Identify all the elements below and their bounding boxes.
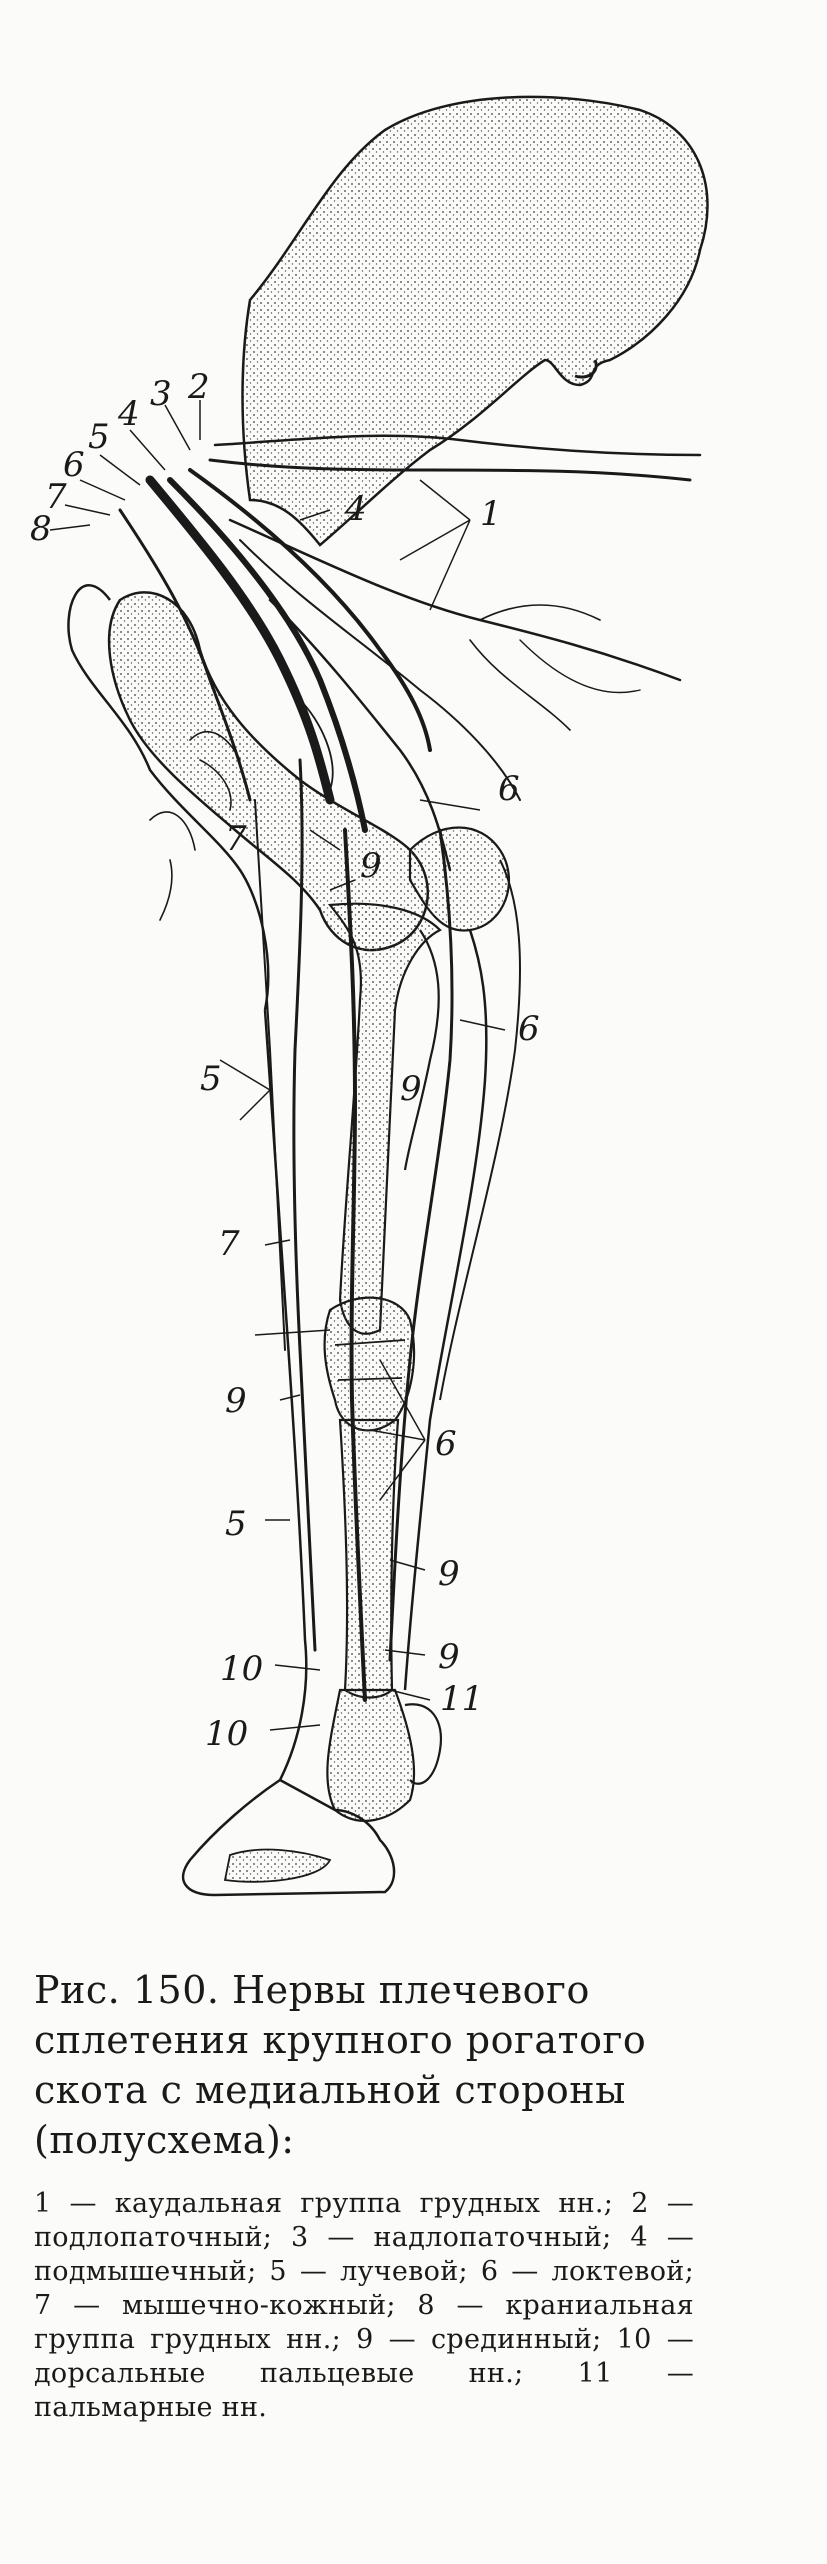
label-6: 6 <box>63 445 85 485</box>
label-9-median-carpal: 9 <box>438 1637 460 1677</box>
label-2: 2 <box>187 367 210 407</box>
ulna <box>403 929 440 1171</box>
hoof <box>181 1778 396 1897</box>
label-7-musculocutaneous-lower: 7 <box>218 1224 240 1264</box>
label-9-median-mid: 9 <box>400 1069 422 1109</box>
label-7-musculocutaneous-upper: 7 <box>225 819 247 859</box>
label-10-lower: 10 <box>205 1714 248 1754</box>
dewclaw <box>404 1703 443 1785</box>
caption-title: Рис. 150. Нервы плечевого сплетения круп… <box>34 1968 647 2162</box>
carpal-bones <box>323 1296 416 1432</box>
label-1: 1 <box>480 494 502 534</box>
label-3: 3 <box>150 374 172 414</box>
label-9-median-distal: 9 <box>438 1554 460 1594</box>
caption-legend: 1 — каудальная группа грудных нн.; 2 — п… <box>34 2188 694 2423</box>
limb-outline-caudal <box>263 1009 308 1781</box>
fetlock <box>326 1688 416 1822</box>
label-5-radial-upper: 5 <box>200 1059 222 1099</box>
nerve-trunks <box>118 434 702 1702</box>
label-4: 4 <box>117 394 140 434</box>
label-10-upper: 10 <box>220 1649 263 1689</box>
hoof-dotted-area <box>223 1848 332 1883</box>
label-9-median-lower: 9 <box>225 1381 247 1421</box>
carpal-lines <box>334 1339 406 1381</box>
label-4-axillary: 4 <box>344 489 367 529</box>
label-7: 7 <box>45 477 67 517</box>
elbow-joint <box>408 826 510 932</box>
label-6-ulnar-upper: 6 <box>498 769 520 809</box>
label-6-ulnar-mid: 6 <box>518 1009 540 1049</box>
figure-caption: Рис. 150. Нервы плечевого сплетения круп… <box>34 1965 694 2425</box>
label-5-radial-lower: 5 <box>225 1504 247 1544</box>
label-9-median-upper: 9 <box>360 846 382 886</box>
nerve-diagram: 1 2 3 4 5 6 7 8 4 6 7 9 6 5 9 7 9 5 6 9 … <box>30 95 709 1897</box>
scapula <box>241 95 709 547</box>
forearm-bone <box>327 902 442 1335</box>
limb-outline-cranial <box>403 929 488 1691</box>
limb-outline-outer <box>439 859 521 1401</box>
scapula-spine <box>574 359 598 379</box>
label-11: 11 <box>440 1679 483 1719</box>
leader-lines <box>49 400 506 1731</box>
label-5: 5 <box>88 417 110 457</box>
label-6-ulnar-lower: 6 <box>435 1424 457 1464</box>
shoulder-muscle-outline <box>67 584 270 1011</box>
label-8: 8 <box>30 509 52 549</box>
